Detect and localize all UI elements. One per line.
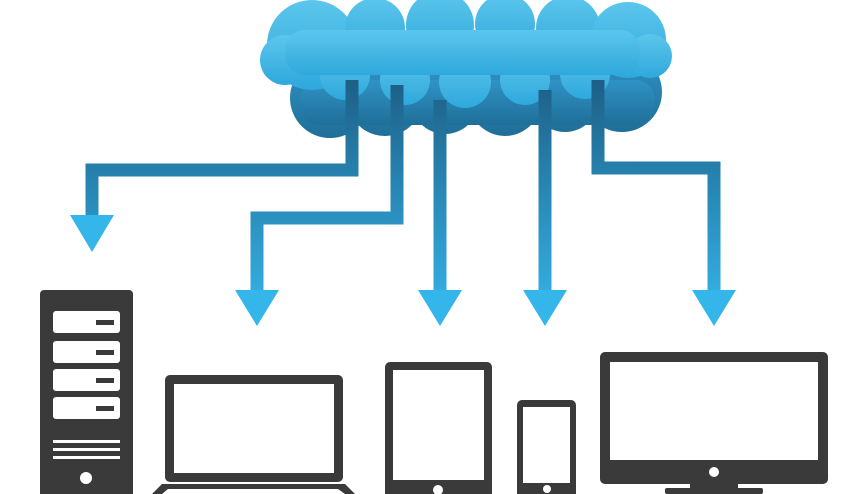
arrow-to-desktop-monitor bbox=[591, 80, 736, 326]
arrow-to-laptop bbox=[235, 85, 404, 326]
desktop-monitor-icon bbox=[600, 352, 828, 494]
arrow-to-smartphone bbox=[523, 90, 567, 326]
smartphone-icon bbox=[517, 400, 576, 494]
arrow-to-tablet bbox=[418, 100, 462, 326]
arrow-to-server bbox=[70, 80, 359, 252]
connection-arrows bbox=[70, 80, 736, 326]
tablet-icon bbox=[385, 362, 492, 494]
server-tower-icon bbox=[40, 290, 133, 494]
cloud-front-layer bbox=[260, 0, 672, 108]
cloud-icon bbox=[260, 0, 672, 138]
laptop-icon bbox=[152, 375, 355, 494]
